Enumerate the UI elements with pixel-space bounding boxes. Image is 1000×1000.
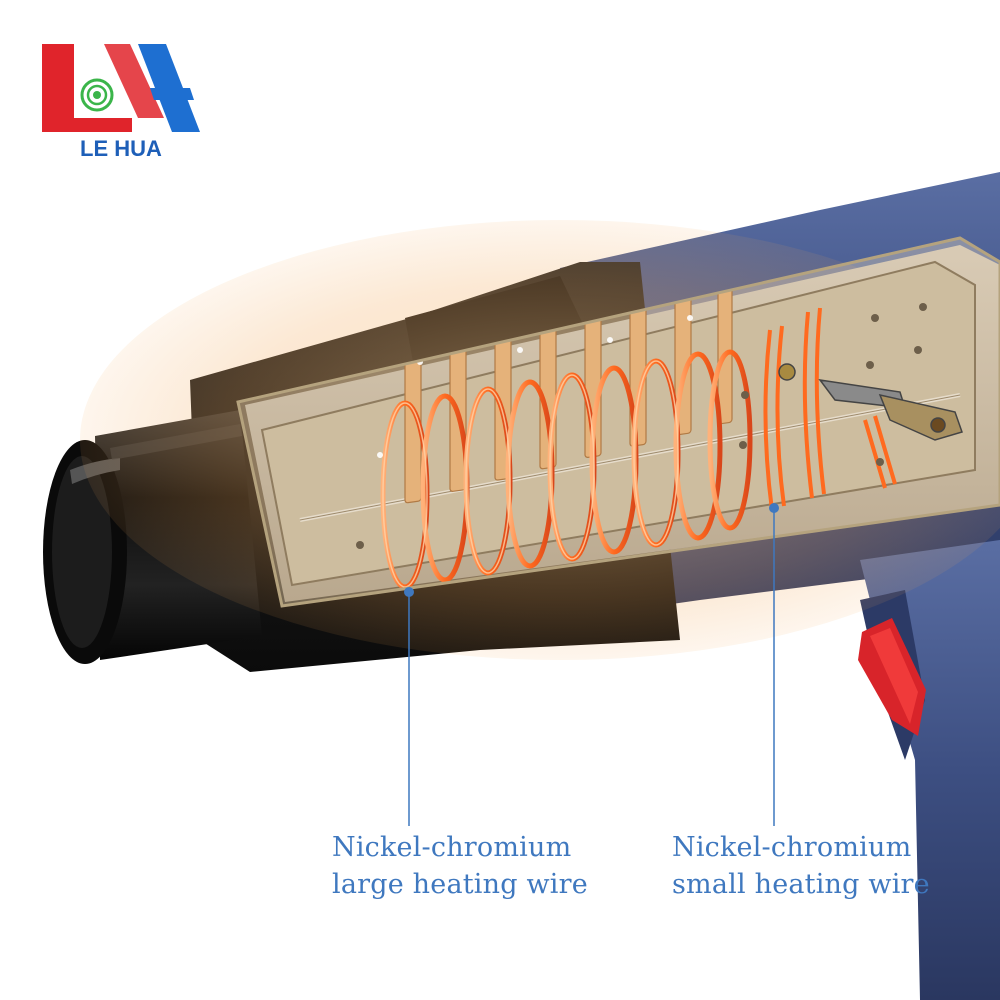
callout-large-line1: Nickel-chromium (332, 832, 572, 863)
callout-large-line2: large heating wire (332, 869, 588, 900)
callout-small-heating-wire: Nickel-chromium small heating wire (672, 829, 930, 903)
callout-pointer-small (769, 503, 779, 826)
heating-element-cutaway (245, 245, 1000, 602)
brand-logo-text: LE HUA (80, 136, 162, 161)
callout-small-line2: small heating wire (672, 869, 930, 900)
callout-pointer-large (404, 587, 414, 826)
callout-small-line1: Nickel-chromium (672, 832, 912, 863)
callout-large-heating-wire: Nickel-chromium large heating wire (332, 829, 588, 903)
brand-logo (42, 44, 200, 132)
